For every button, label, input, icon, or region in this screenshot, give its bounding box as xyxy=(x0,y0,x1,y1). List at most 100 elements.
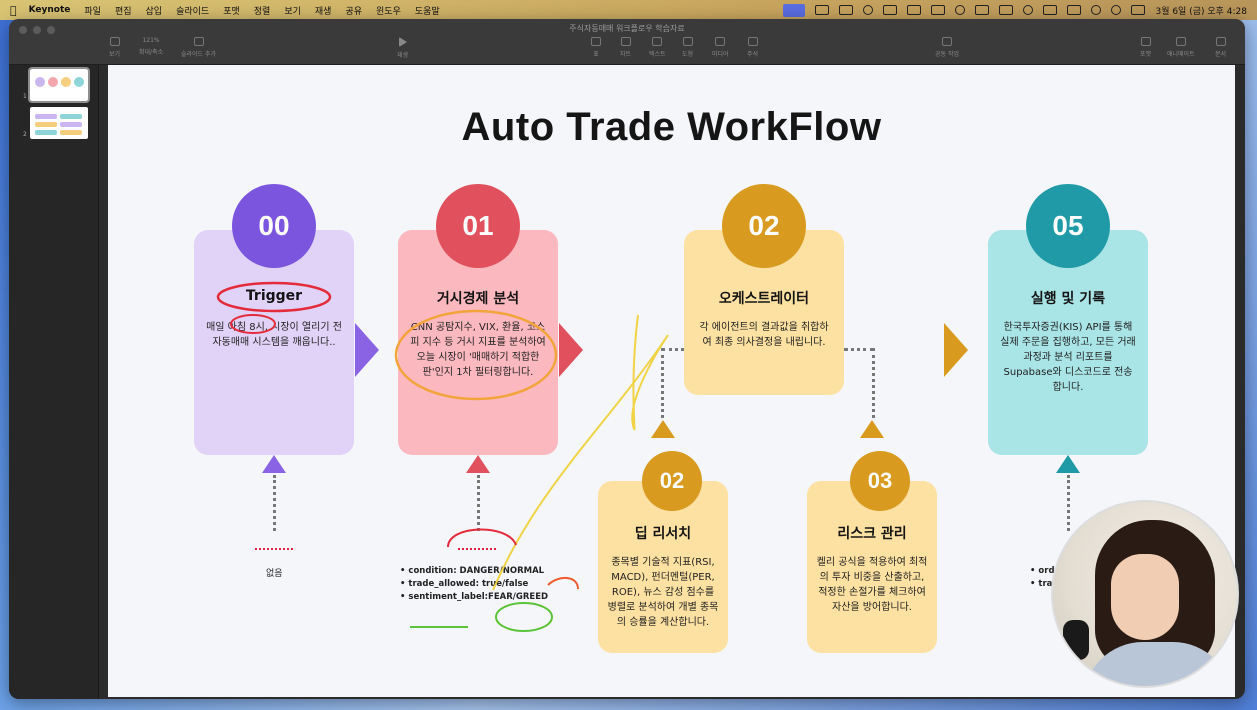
comment-icon xyxy=(747,37,758,46)
trigger-output: 없음 xyxy=(266,569,283,579)
add-slide-icon xyxy=(193,37,204,46)
connector-line xyxy=(661,348,664,418)
arrow-up-icon xyxy=(860,420,884,438)
input-source-icon[interactable] xyxy=(999,5,1014,15)
status-icon-2[interactable] xyxy=(839,5,854,15)
menu-slide[interactable]: 슬라이드 xyxy=(169,6,209,17)
card-orchestrator[interactable]: 오케스트레이터 각 에이전트의 결과값을 취합하여 최종 의사결정을 내립니다. xyxy=(684,230,844,395)
presenter-face xyxy=(1111,554,1179,640)
exec-output-trade: trad xyxy=(1030,578,1060,591)
exec-output-order: orde xyxy=(1030,565,1060,578)
annotation-circle-green xyxy=(495,602,553,632)
control-center-icon[interactable] xyxy=(1131,5,1146,15)
status-icon-8[interactable] xyxy=(975,5,990,15)
menu-edit[interactable]: 편집 xyxy=(108,6,132,17)
menu-arrange[interactable]: 정렬 xyxy=(247,6,271,17)
card-heading: 리스크 관리 xyxy=(837,526,907,542)
toolbar-text[interactable]: 텍스트 xyxy=(649,37,666,58)
arrow-right-icon xyxy=(355,323,379,377)
microphone-icon xyxy=(1063,620,1089,660)
arrow-right-icon xyxy=(559,323,583,377)
menu-help[interactable]: 도움말 xyxy=(408,6,440,17)
toolbar-chart[interactable]: 차트 xyxy=(620,37,631,58)
card-body: 종목별 기술적 지표(RSI, MACD), 펀더멘털(PER, ROE), 뉴… xyxy=(607,557,719,628)
card-heading: 오케스트레이터 xyxy=(718,291,810,307)
menu-view[interactable]: 보기 xyxy=(277,6,301,17)
arrow-up-icon xyxy=(1056,455,1080,473)
connector-line xyxy=(844,348,874,351)
apple-icon[interactable]:  xyxy=(10,4,17,17)
connector-line xyxy=(273,475,276,531)
macro-output-condition: condition: DANGER/NORMAL xyxy=(400,565,548,578)
status-icon-5[interactable] xyxy=(907,5,922,15)
toolbar-play[interactable]: 재생 xyxy=(397,37,408,59)
toolbar-collaborate[interactable]: 공동 작업 xyxy=(935,37,959,58)
menu-app-name[interactable]: Keynote xyxy=(22,5,71,15)
keynote-window: 주식자동매매 워크플로우 학습자료 보기 121%확대/축소 슬라이드 추가 재… xyxy=(9,19,1245,699)
slide-navigator: 1 2 xyxy=(9,65,99,699)
macro-output-sentiment: sentiment_label:FEAR/GREED xyxy=(400,591,548,604)
status-icon-3[interactable] xyxy=(863,5,874,15)
slide-canvas[interactable]: Auto Trade WorkFlow Trigger 매일 아침 8시, 시장… xyxy=(108,65,1235,697)
thumb-decoration xyxy=(74,77,84,87)
menubar-clock[interactable]: 3월 6일 (금) 오후 4:28 xyxy=(1155,6,1247,17)
toolbar-add-slide[interactable]: 슬라이드 추가 xyxy=(181,37,216,58)
status-icon-6[interactable] xyxy=(931,5,946,15)
exec-output-list: orde trad xyxy=(1030,565,1060,591)
minimize-button[interactable] xyxy=(33,26,41,34)
status-icon-7[interactable] xyxy=(955,5,966,15)
arrow-right-icon xyxy=(944,323,968,377)
toolbar-media[interactable]: 미디어 xyxy=(712,37,729,58)
battery-icon[interactable] xyxy=(1067,5,1082,15)
menu-play[interactable]: 재생 xyxy=(308,6,332,17)
window-controls xyxy=(19,26,55,34)
shape-icon xyxy=(682,37,693,46)
annotation-mark-red xyxy=(447,528,517,548)
spotlight-icon[interactable] xyxy=(1111,5,1122,15)
step-number-00: 00 xyxy=(232,184,316,268)
menu-insert[interactable]: 삽입 xyxy=(138,6,163,17)
screen-record-icon[interactable] xyxy=(783,3,806,17)
toolbar-comment[interactable]: 주석 xyxy=(747,37,758,58)
connector-line xyxy=(872,348,875,418)
menu-file[interactable]: 파일 xyxy=(77,6,101,17)
wifi-icon[interactable] xyxy=(1091,5,1102,15)
macro-output-trade-allowed: trade_allowed: true/false xyxy=(400,578,548,591)
menu-format[interactable]: 포맷 xyxy=(216,6,240,17)
zoom-button[interactable] xyxy=(47,26,55,34)
toolbar-shape[interactable]: 도형 xyxy=(682,37,693,58)
menu-bar:  Keynote 파일 편집 삽입 슬라이드 포맷 정렬 보기 재생 공유 윈… xyxy=(0,0,1257,20)
thumb-decoration xyxy=(35,130,57,135)
slide-thumbnail-2[interactable] xyxy=(30,107,88,139)
table-icon xyxy=(591,37,601,46)
toolbar-animate[interactable]: 애니메이트 xyxy=(1167,37,1195,58)
slide-thumbnail-1[interactable] xyxy=(28,67,90,103)
macro-output-list: condition: DANGER/NORMAL trade_allowed: … xyxy=(400,565,548,604)
status-icon-1[interactable] xyxy=(815,5,830,15)
thumb-decoration xyxy=(60,122,82,127)
text-icon xyxy=(652,37,663,46)
annotation-mark-orange xyxy=(547,577,579,590)
thumb-decoration xyxy=(35,122,57,127)
menu-window[interactable]: 윈도우 xyxy=(369,6,401,17)
output-placeholder xyxy=(458,548,496,550)
toolbar-document[interactable]: 문서 xyxy=(1215,37,1226,58)
status-icon-4[interactable] xyxy=(883,5,898,15)
step-number-02: 02 xyxy=(722,184,806,268)
menu-share[interactable]: 공유 xyxy=(338,6,362,17)
volume-icon[interactable] xyxy=(1043,5,1058,15)
connector-line xyxy=(477,475,480,531)
close-button[interactable] xyxy=(19,26,27,34)
toolbar-view[interactable]: 보기 xyxy=(109,37,120,58)
toolbar-format[interactable]: 포맷 xyxy=(1140,37,1151,58)
toolbar-table[interactable]: 표 xyxy=(591,37,601,58)
document-title: 주식자동매매 워크플로우 학습자료 xyxy=(569,24,685,33)
arrow-up-icon xyxy=(262,455,286,473)
card-heading: Trigger xyxy=(245,288,303,304)
chart-icon xyxy=(620,37,631,46)
toolbar-zoom[interactable]: 121%확대/축소 xyxy=(139,37,164,56)
bluetooth-icon[interactable] xyxy=(1023,5,1034,15)
step-number-01: 01 xyxy=(436,184,520,268)
step-number-05: 05 xyxy=(1026,184,1110,268)
slide-title[interactable]: Auto Trade WorkFlow xyxy=(461,105,882,149)
